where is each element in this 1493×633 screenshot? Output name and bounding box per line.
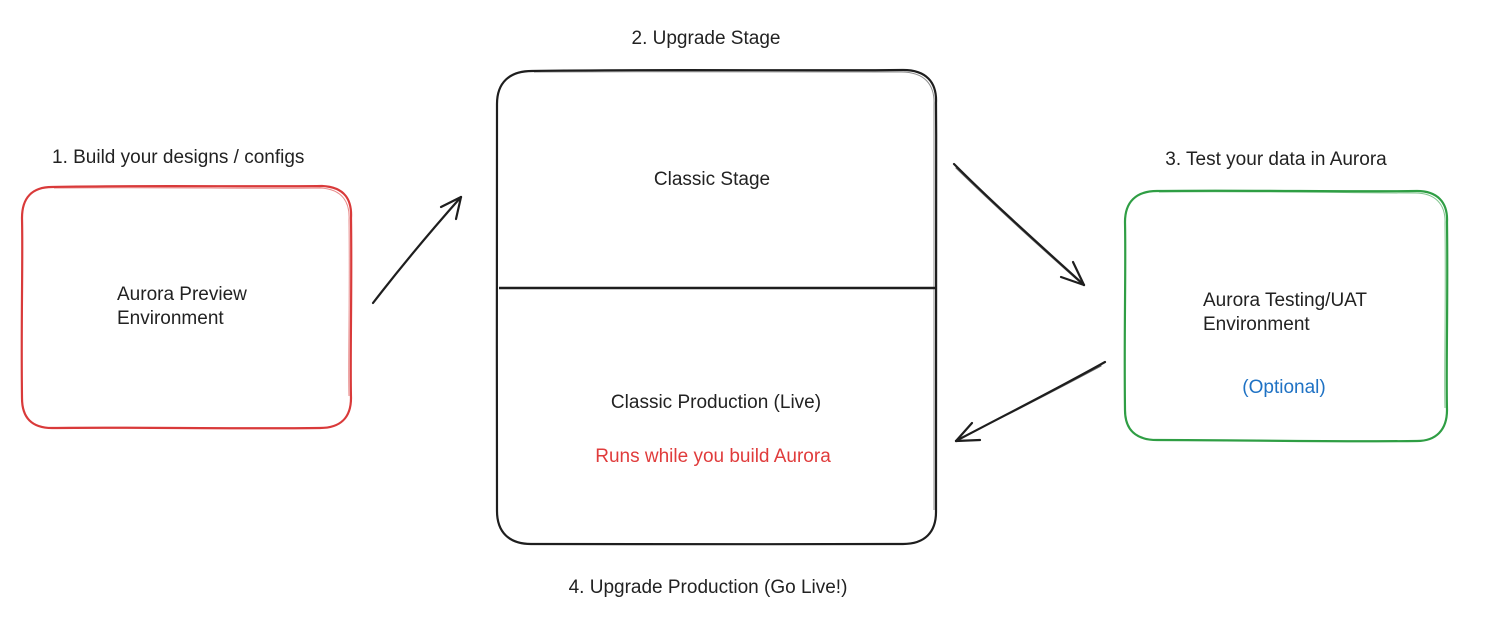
classic-environment-box-sketch (533, 71, 935, 511)
preview-environment-box-sketch (53, 187, 350, 397)
classic-production-note: Runs while you build Aurora (595, 446, 831, 467)
testing-environment-label: Aurora Testing/UAT Environment (1203, 289, 1367, 337)
preview-environment-line1: Aurora Preview (117, 284, 247, 305)
testing-optional-label: (Optional) (1242, 377, 1326, 398)
classic-environment-box[interactable] (495, 68, 938, 546)
testing-environment-line2: Environment (1203, 314, 1310, 335)
testing-environment-box[interactable] (1123, 189, 1449, 443)
classic-stage-label: Classic Stage (653, 169, 771, 190)
arrow-stage-to-testing (952, 162, 1086, 287)
preview-environment-line2: Environment (117, 308, 224, 329)
classic-production-label: Classic Production (Live) (610, 392, 822, 413)
testing-environment-line1: Aurora Testing/UAT (1203, 290, 1368, 311)
arrow-testing-to-production (954, 360, 1107, 443)
preview-environment-label: Aurora Preview Environment (117, 283, 247, 331)
testing-environment-box-sketch (1158, 191, 1446, 409)
step-4-title: 4. Upgrade Production (Go Live!) (568, 577, 848, 598)
step-2-title: 2. Upgrade Stage (631, 28, 781, 49)
step-1-title: 1. Build your designs / configs (52, 147, 305, 168)
preview-environment-box[interactable] (20, 184, 353, 430)
step-3-title: 3. Test your data in Aurora (1165, 149, 1387, 170)
arrow-preview-to-stage (371, 195, 463, 305)
